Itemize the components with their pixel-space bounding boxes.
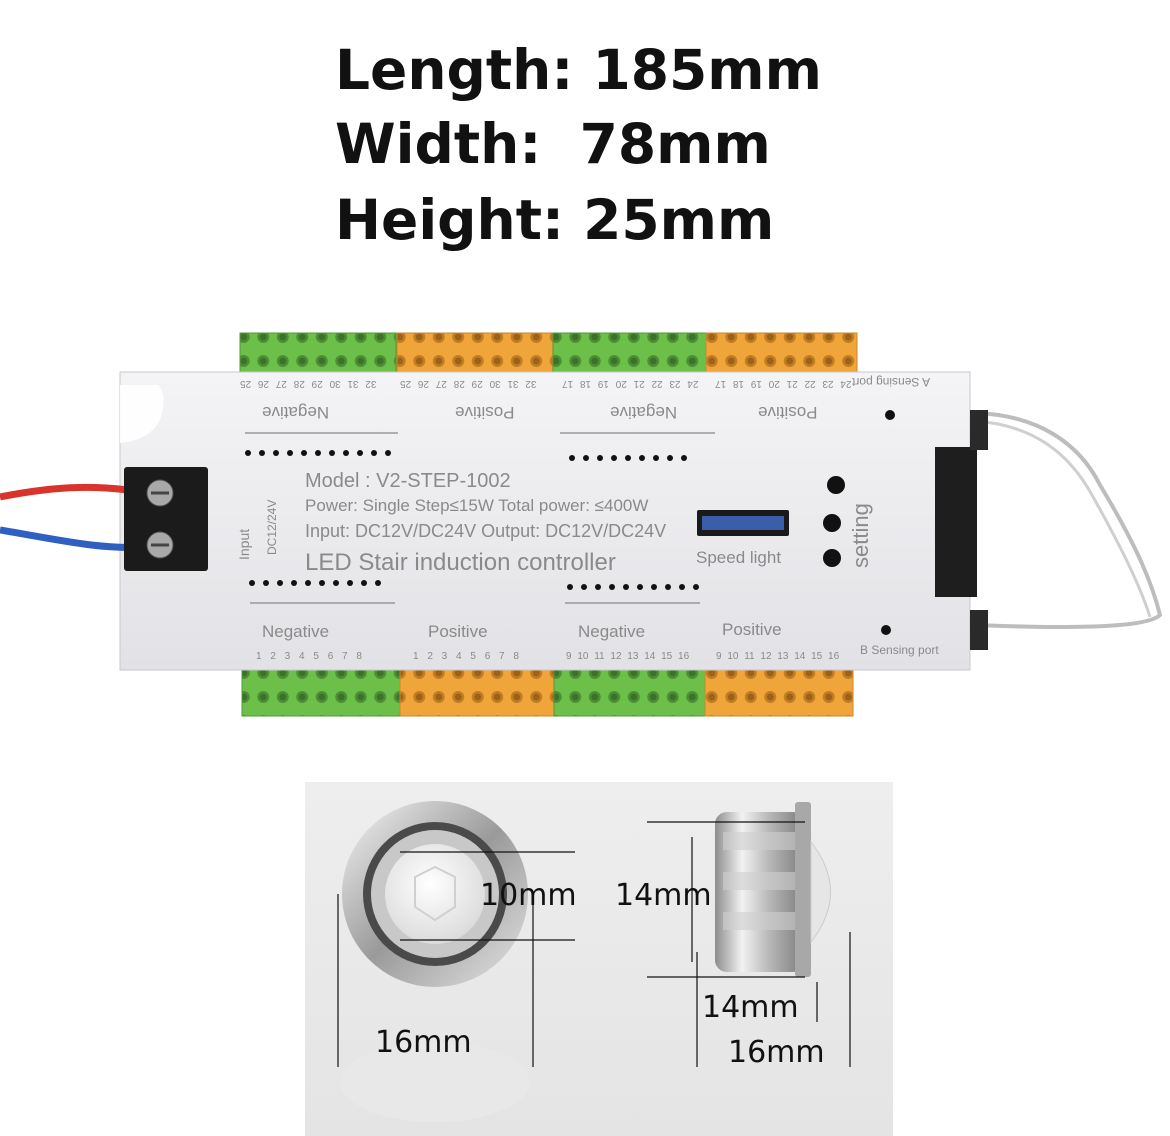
input-voltage-label: DC12/24V bbox=[265, 499, 279, 555]
top-numbers-2: 32 31 30 29 28 27 26 25 bbox=[400, 378, 537, 389]
top-positive-label-2: Positive bbox=[758, 403, 818, 422]
bottom-negative-label-1: Negative bbox=[262, 622, 330, 641]
top-positive-label-1: Positive bbox=[455, 403, 515, 422]
power-text: Power: Single Step≤15W Total power: ≤400… bbox=[305, 496, 649, 515]
stair-controller-image bbox=[0, 332, 1163, 717]
front-diameter-label: 16mm bbox=[375, 1025, 472, 1060]
bottom-numbers-2: 1 2 3 4 5 6 7 8 bbox=[413, 651, 519, 662]
body-width-label: 14mm bbox=[702, 990, 799, 1025]
width-spec: Width: 78mm bbox=[335, 112, 771, 176]
bottom-positive-label-1: Positive bbox=[428, 622, 488, 641]
bottom-negative-label-2: Negative bbox=[578, 622, 646, 641]
bottom-numbers-4: 9 10 11 12 13 14 15 16 bbox=[716, 651, 840, 662]
side-diameter-label: 16mm bbox=[728, 1035, 825, 1070]
bottom-numbers-1: 1 2 3 4 5 6 7 8 bbox=[256, 651, 362, 662]
setting-label: setting bbox=[848, 503, 873, 568]
bottom-numbers-3: 9 10 11 12 13 14 15 16 bbox=[566, 651, 690, 662]
top-numbers-1: 32 31 30 29 28 27 26 25 bbox=[240, 378, 377, 389]
product-title: LED Stair induction controller bbox=[305, 549, 616, 576]
speed-light-label: Speed light bbox=[696, 548, 782, 567]
a-sensing-port-label: A Sensing port bbox=[852, 375, 931, 389]
length-spec: Length: 185mm bbox=[335, 38, 822, 102]
top-numbers-4: 24 23 22 21 20 19 18 17 bbox=[715, 378, 852, 389]
input-output-text: Input: DC12V/DC24V Output: DC12V/DC24V bbox=[305, 521, 667, 541]
top-numbers-3: 24 23 22 21 20 19 18 17 bbox=[562, 378, 699, 389]
bottom-positive-label-2: Positive bbox=[722, 620, 782, 639]
model-text: Model : V2-STEP-1002 bbox=[305, 470, 511, 492]
side-height-label: 14mm bbox=[615, 878, 712, 913]
height-spec: Height: 25mm bbox=[335, 188, 775, 252]
input-label: Input bbox=[236, 528, 252, 560]
sensor-illustration bbox=[337, 801, 851, 1122]
top-negative-label-2: Negative bbox=[610, 403, 678, 422]
top-negative-label-1: Negative bbox=[262, 403, 330, 422]
b-sensing-port-label: B Sensing port bbox=[860, 643, 939, 657]
lens-diameter-label: 10mm bbox=[480, 878, 577, 913]
